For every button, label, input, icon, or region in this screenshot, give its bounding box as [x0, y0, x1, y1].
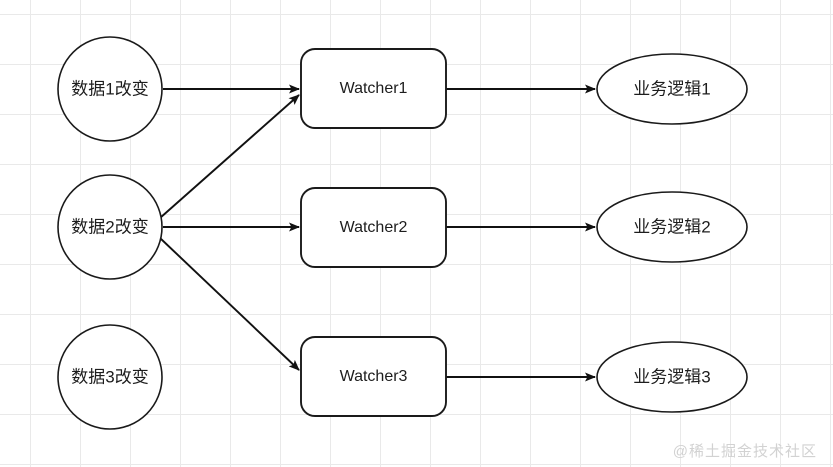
data1-circle[interactable] — [57, 36, 163, 142]
watcher3-label: Watcher3 — [340, 368, 408, 385]
node-data3[interactable]: 数据3改变 — [57, 324, 163, 430]
watcher2-label: Watcher2 — [340, 219, 408, 236]
logic2-label: 业务逻辑2 — [633, 217, 710, 236]
watcher-nodes-layer: Watcher1 Watcher2 Watcher3 — [300, 48, 447, 417]
logic3-ellipse[interactable] — [596, 341, 748, 413]
data3-label: 数据3改变 — [71, 367, 148, 386]
watcher1-label: Watcher1 — [340, 80, 408, 97]
watcher2-box[interactable] — [300, 187, 447, 268]
node-data2[interactable]: 数据2改变 — [57, 174, 163, 280]
data2-label: 数据2改变 — [71, 217, 148, 236]
node-watcher3[interactable]: Watcher3 — [300, 336, 447, 417]
edge-data2-to-watcher1 — [159, 94, 300, 219]
source-nodes-layer: 数据1改变 数据2改变 数据3改变 — [57, 36, 163, 430]
logic3-label: 业务逻辑3 — [633, 367, 710, 386]
watcher1-box[interactable] — [300, 48, 447, 129]
logic1-label: 业务逻辑1 — [633, 79, 710, 98]
node-logic1[interactable]: 业务逻辑1 — [596, 53, 748, 125]
node-watcher2[interactable]: Watcher2 — [300, 187, 447, 268]
logic1-ellipse[interactable] — [596, 53, 748, 125]
handler-nodes-layer: 业务逻辑1 业务逻辑2 业务逻辑3 — [596, 53, 748, 413]
edge-data2-to-watcher3 — [159, 237, 300, 371]
data3-circle[interactable] — [57, 324, 163, 430]
node-logic2[interactable]: 业务逻辑2 — [596, 191, 748, 263]
node-logic3[interactable]: 业务逻辑3 — [596, 341, 748, 413]
logic2-ellipse[interactable] — [596, 191, 748, 263]
edges-layer — [159, 84, 596, 382]
node-data1[interactable]: 数据1改变 — [57, 36, 163, 142]
data2-circle[interactable] — [57, 174, 163, 280]
watcher3-box[interactable] — [300, 336, 447, 417]
node-watcher1[interactable]: Watcher1 — [300, 48, 447, 129]
data1-label: 数据1改变 — [71, 79, 148, 98]
watermark-text: @稀土掘金技术社区 — [672, 443, 817, 460]
